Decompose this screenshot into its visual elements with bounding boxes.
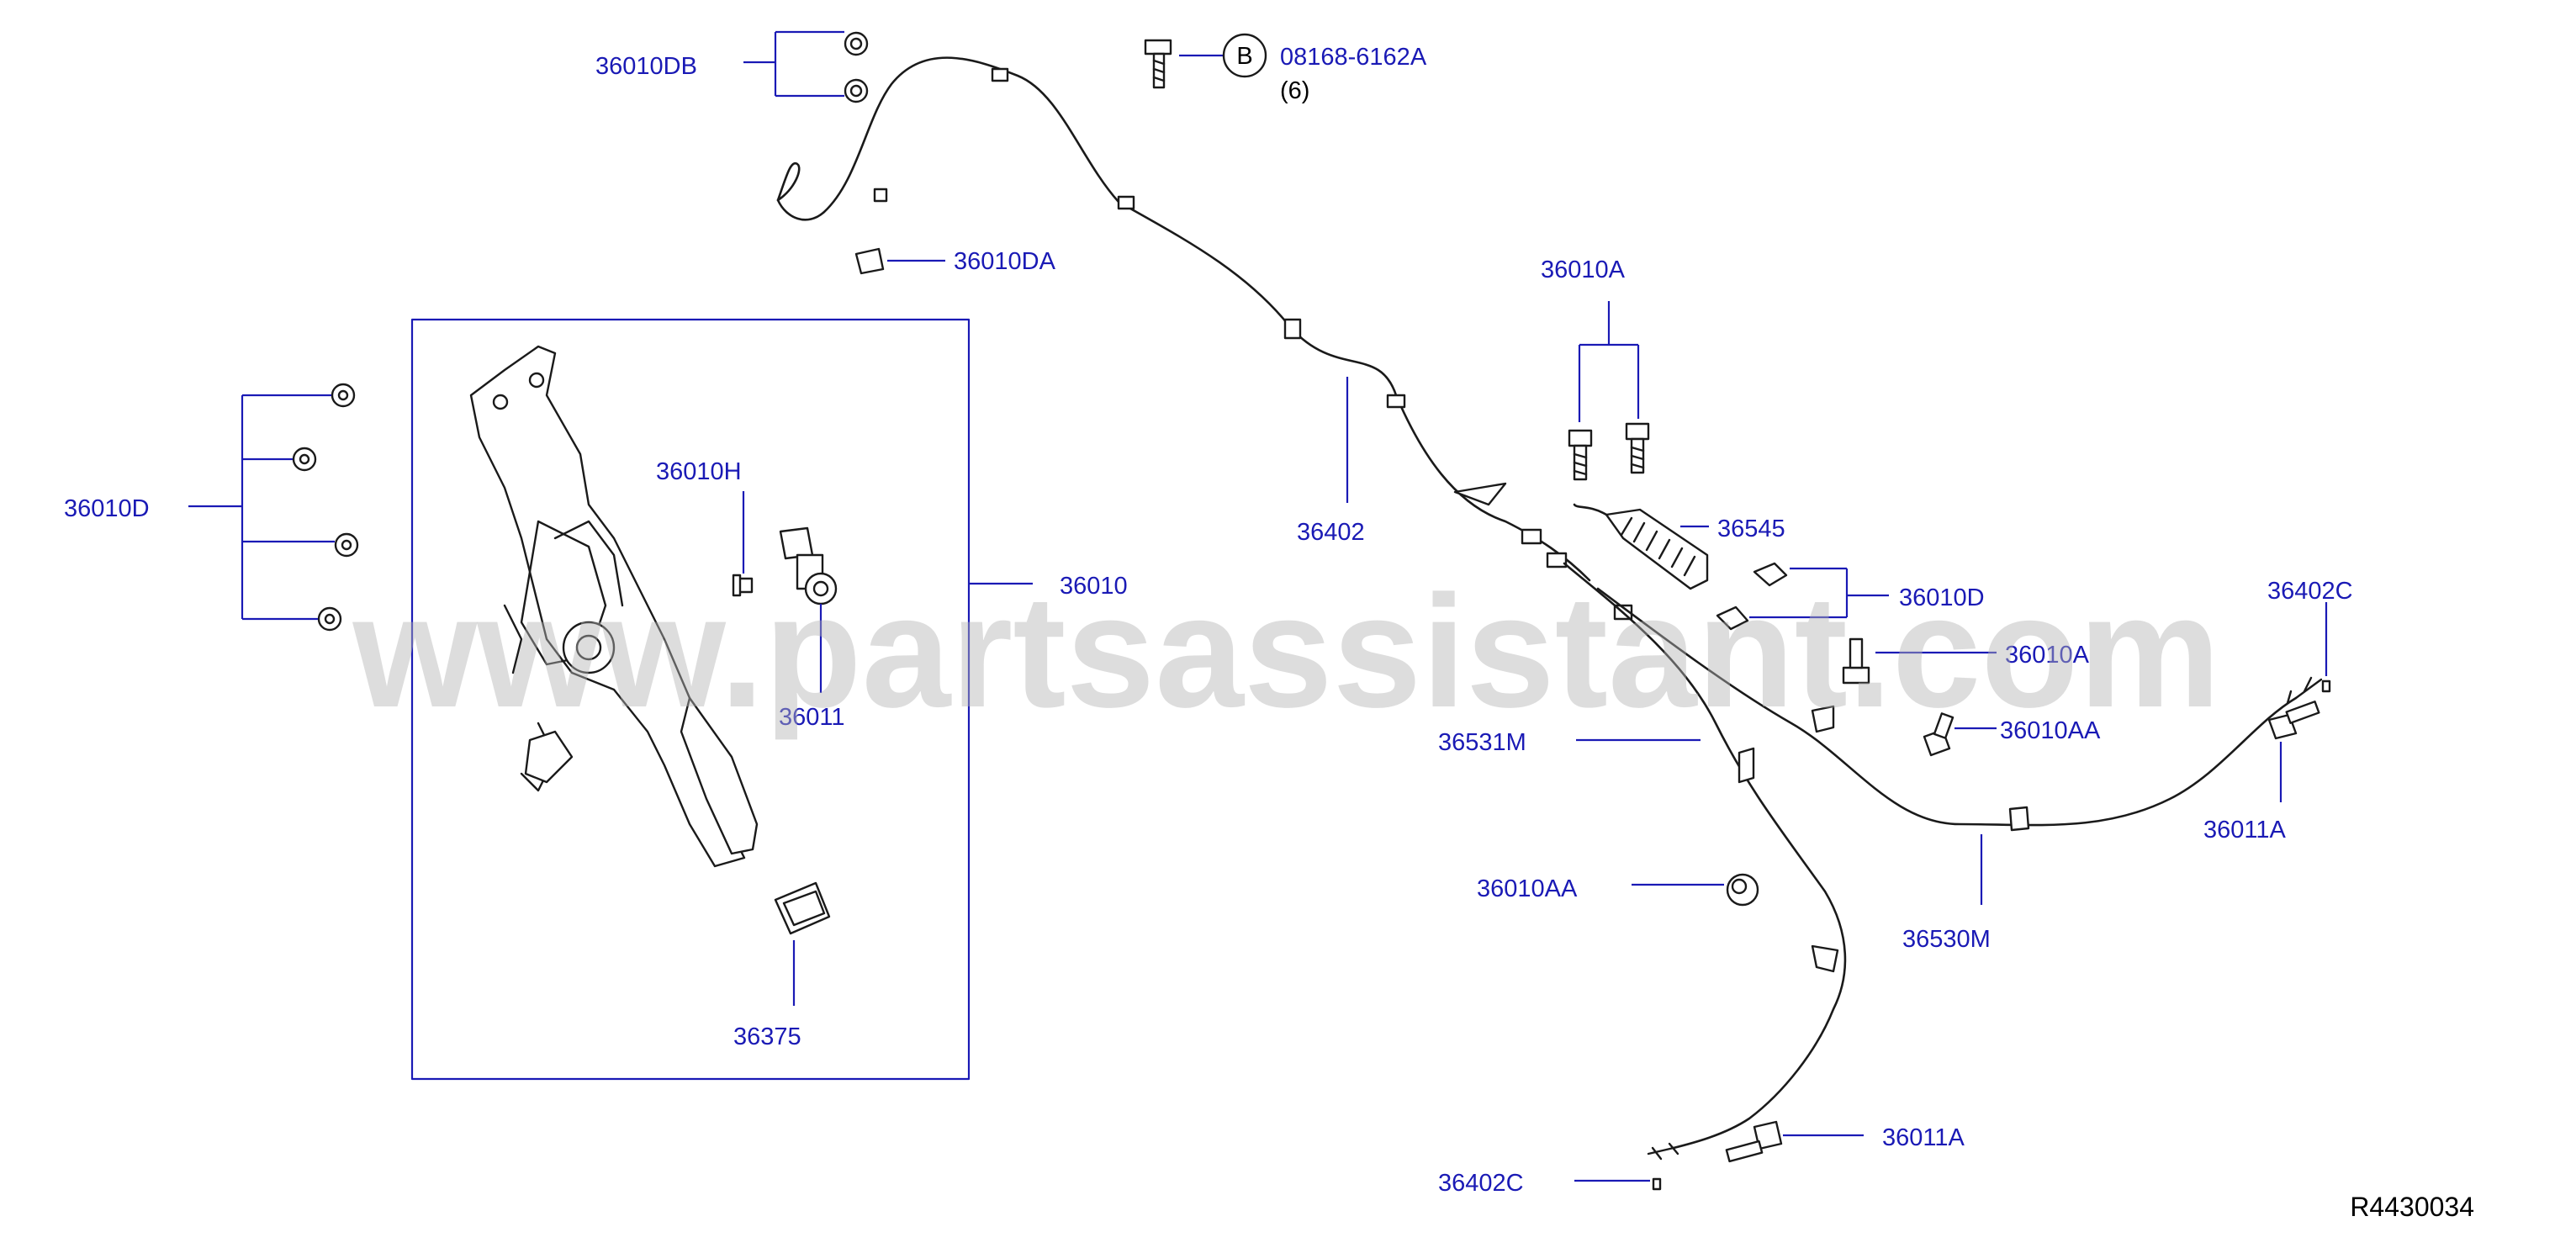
pedal-foot-plate-mount: [524, 730, 574, 784]
label-36010H: 36010H: [656, 458, 742, 485]
cable-connector: [1546, 552, 1568, 568]
label-36545: 36545: [1717, 516, 1785, 542]
rear-cable-bracket: [1811, 705, 1835, 733]
clip-36402C-bottom: [1652, 1177, 1662, 1191]
pedal-assembly-frame: [410, 318, 971, 1081]
label-36010A-right: 36010A: [2005, 642, 2090, 669]
parking-brake-pedal-assembly: [469, 345, 746, 868]
bolt-36010AA-right: [1923, 712, 1954, 757]
equalizer-bracket: [1453, 482, 1507, 506]
bolt-36011A-right: [2267, 701, 2320, 740]
label-36010DA: 36010DA: [954, 248, 1056, 275]
bolt-08168-6162A: [1144, 39, 1172, 89]
cable-clip: [991, 67, 1009, 82]
bolt-36010A-1: [1568, 429, 1593, 481]
label-36010: 36010: [1060, 573, 1128, 600]
cable-clip: [1117, 195, 1135, 210]
clip-36010DA: [854, 247, 885, 275]
nut-36010D-3: [334, 532, 359, 558]
label-36402C-right: 36402C: [2267, 578, 2353, 605]
label-36010A-top: 36010A: [1541, 256, 1626, 283]
leader-36010D-left: [188, 394, 335, 621]
label-36011A-right: 36011A: [2203, 817, 2286, 843]
label-36011: 36011: [779, 704, 845, 731]
front-cable-36402: [776, 56, 1591, 582]
cable-clip: [1386, 394, 1406, 409]
bolt-36010A-2: [1625, 422, 1650, 474]
label-36375: 36375: [733, 1023, 801, 1050]
bolt-36011A-bottom: [1725, 1120, 1783, 1163]
label-36010D-left: 36010D: [64, 495, 150, 522]
label-36010AA-right: 36010AA: [2000, 717, 2101, 744]
nut-36010D-2: [292, 447, 317, 472]
bolt-badge-circle: [1222, 33, 1267, 78]
cable-end: [2286, 676, 2323, 705]
leader-36010DB: [743, 30, 844, 98]
label-36011A-bottom: 36011A: [1882, 1124, 1965, 1151]
leader-36010D-right: [1749, 567, 1889, 619]
label-36530M: 36530M: [1902, 926, 1991, 953]
rear-cable-bracket: [1811, 944, 1839, 973]
nut-36010D-4: [317, 606, 342, 632]
label-36010D-right: 36010D: [1899, 584, 1985, 611]
pedal-lever: [680, 696, 759, 855]
mount-hole: [528, 372, 545, 389]
pedal-pad-36375: [774, 881, 831, 935]
cable-connector: [1521, 528, 1542, 545]
rear-cable-36530M: [1596, 587, 2298, 827]
nut-36010DB-lower: [844, 78, 869, 103]
return-spring-36545: [1605, 508, 1709, 590]
cable-clip: [873, 188, 888, 203]
nut-36010D-1: [331, 383, 356, 408]
label-36402: 36402: [1297, 519, 1365, 546]
spring-hook: [1573, 503, 1608, 516]
mount-hole: [492, 394, 509, 410]
switch-36011: [779, 526, 838, 605]
bolt-36010A-right: [1842, 637, 1870, 685]
bolt-quantity: (6): [1280, 77, 1309, 104]
clip-36402C-right: [2321, 680, 2331, 693]
nut-36010D-right-2: [1716, 605, 1749, 631]
nut-36010DB-upper: [844, 31, 869, 56]
pin-36010H: [732, 574, 754, 597]
front-cable-end-wire: [776, 161, 801, 202]
pedal-pivot-center: [575, 634, 602, 661]
leader-36010A-top: [1578, 301, 1640, 422]
reference-code: R4430034: [2350, 1192, 2474, 1222]
bolt-badge-letter: B: [1236, 43, 1252, 70]
label-36531M: 36531M: [1438, 729, 1526, 756]
label-36010AA-mid: 36010AA: [1477, 875, 1578, 902]
rear-cable-36531M: [1563, 562, 1847, 1150]
cable-end: [1647, 1142, 1679, 1161]
grommet-36010AA-mid: [1726, 873, 1759, 907]
spring-coils: [1620, 516, 1696, 577]
cable-clip: [1283, 318, 1302, 340]
rear-cable-bracket: [2008, 806, 2030, 832]
watermark: www.partsassistant.com: [352, 563, 2221, 741]
label-36402C-bottom: 36402C: [1438, 1170, 1524, 1197]
label-36010DB: 36010DB: [595, 53, 697, 80]
nut-36010D-right-1: [1753, 562, 1788, 587]
rear-cable-bracket: [1738, 747, 1755, 784]
bolt-part-number: 08168-6162A: [1280, 44, 1427, 71]
